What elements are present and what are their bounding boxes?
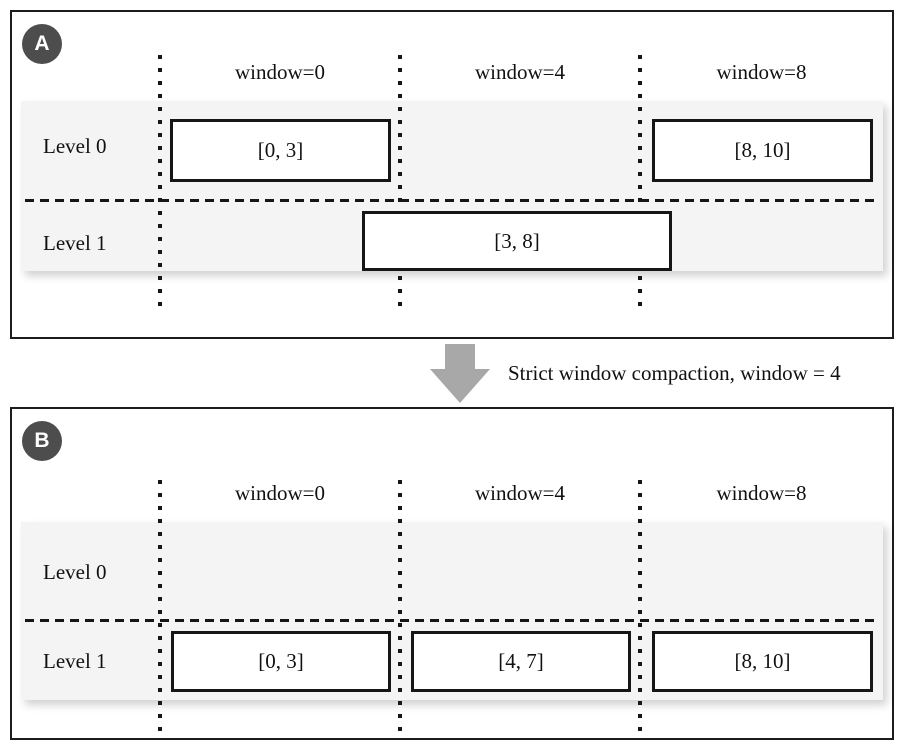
column-header-window-4: window=4 (474, 481, 565, 505)
panel-a-badge: A (22, 24, 62, 64)
level-divider-dashed-line (25, 619, 879, 622)
window-boundary-dotted-line (158, 55, 162, 313)
panel-a: A window=0 window=4 window=8 Level 0 Lev… (10, 10, 894, 339)
window-boundary-dotted-line (398, 55, 402, 313)
window-boundary-dotted-line (638, 480, 642, 736)
column-header-window-0: window=0 (234, 481, 325, 505)
compaction-step-label: Strict window compaction, window = 4 (508, 361, 841, 385)
column-header-window-8: window=8 (716, 60, 807, 84)
row-label-level-0: Level 0 (43, 134, 107, 158)
interval-box-label: [8, 10] (734, 138, 791, 162)
interval-box-label: [4, 7] (498, 649, 544, 673)
compaction-step-connector: Strict window compaction, window = 4 (0, 339, 906, 407)
column-header-window-0: window=0 (234, 60, 325, 84)
window-boundary-dotted-line (158, 480, 162, 736)
interval-box: [4, 7] (411, 631, 631, 692)
interval-box: [0, 3] (170, 119, 391, 182)
row-label-level-0: Level 0 (43, 560, 107, 584)
column-header-window-8: window=8 (716, 481, 807, 505)
interval-box-label: [0, 3] (257, 138, 304, 162)
interval-box: [3, 8] (362, 211, 672, 271)
panel-b-badge: B (22, 421, 62, 461)
interval-box: [8, 10] (652, 119, 873, 182)
row-label-level-1: Level 1 (43, 649, 107, 673)
interval-box-label: [0, 3] (258, 649, 304, 673)
interval-box-label: [8, 10] (734, 649, 791, 673)
level-divider-dashed-line (25, 199, 879, 202)
window-boundary-dotted-line (638, 55, 642, 313)
interval-box-label: [3, 8] (494, 228, 540, 253)
window-boundary-dotted-line (398, 480, 402, 736)
interval-box: [0, 3] (171, 631, 391, 692)
panel-b: B window=0 window=4 window=8 Level 0 Lev… (10, 407, 894, 740)
interval-box: [8, 10] (652, 631, 873, 692)
row-label-level-1: Level 1 (43, 231, 107, 255)
column-header-window-4: window=4 (474, 60, 565, 84)
